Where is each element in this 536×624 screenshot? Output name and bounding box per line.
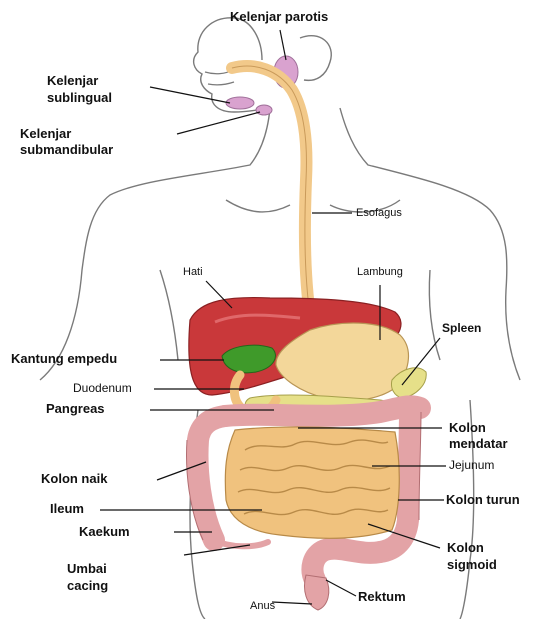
label-kolon-mendatar-line1: Kolon (449, 421, 486, 436)
left-collarbone (226, 200, 290, 212)
label-kelenjar-submandibular-line1: Kelenjar (20, 127, 71, 142)
ascending-colon (198, 416, 225, 540)
submandibular-gland (256, 105, 272, 115)
label-kelenjar-parotis: Kelenjar parotis (230, 10, 328, 25)
label-kolon-sigmoid-line2: sigmoid (447, 558, 497, 573)
label-anus: Anus (250, 600, 275, 613)
label-kaekum: Kaekum (79, 525, 130, 540)
label-kantung-empedu: Kantung empedu (11, 352, 117, 367)
label-jejunum: Jejunum (449, 459, 494, 473)
line-parotis (280, 30, 286, 60)
sigmoid-colon (312, 549, 380, 580)
label-umbai-cacing-line2: cacing (67, 579, 108, 594)
right-chest-line (429, 270, 440, 360)
line-anus (272, 602, 312, 604)
label-umbai-cacing-line1: Umbai (67, 562, 107, 577)
label-kolon-turun: Kolon turun (446, 493, 520, 508)
label-rektum: Rektum (358, 590, 406, 605)
label-kolon-mendatar-line2: mendatar (449, 437, 508, 452)
left-chest-line (160, 270, 178, 360)
appendix (214, 540, 268, 546)
label-kelenjar-sublingual-line1: Kelenjar (47, 74, 98, 89)
ear (300, 36, 331, 81)
label-duodenum: Duodenum (73, 382, 132, 396)
line-submandibular (177, 112, 260, 134)
label-kelenjar-submandibular-line2: submandibular (20, 143, 113, 158)
sublingual-gland (226, 97, 254, 109)
line-rektum (326, 580, 356, 596)
small-intestine (225, 427, 399, 538)
line-sublingual (150, 87, 230, 103)
label-pangreas: Pangreas (46, 402, 105, 417)
label-esofagus: Esofagus (356, 207, 402, 220)
label-kolon-sigmoid-line1: Kolon (447, 541, 484, 556)
label-lambung: Lambung (357, 266, 403, 279)
label-hati: Hati (183, 266, 203, 279)
label-spleen: Spleen (442, 322, 481, 336)
label-ileum: Ileum (50, 502, 84, 517)
label-kelenjar-sublingual-line2: sublingual (47, 91, 112, 106)
transverse-colon (225, 406, 420, 416)
label-kolon-naik: Kolon naik (41, 472, 107, 487)
rectum (305, 575, 329, 610)
